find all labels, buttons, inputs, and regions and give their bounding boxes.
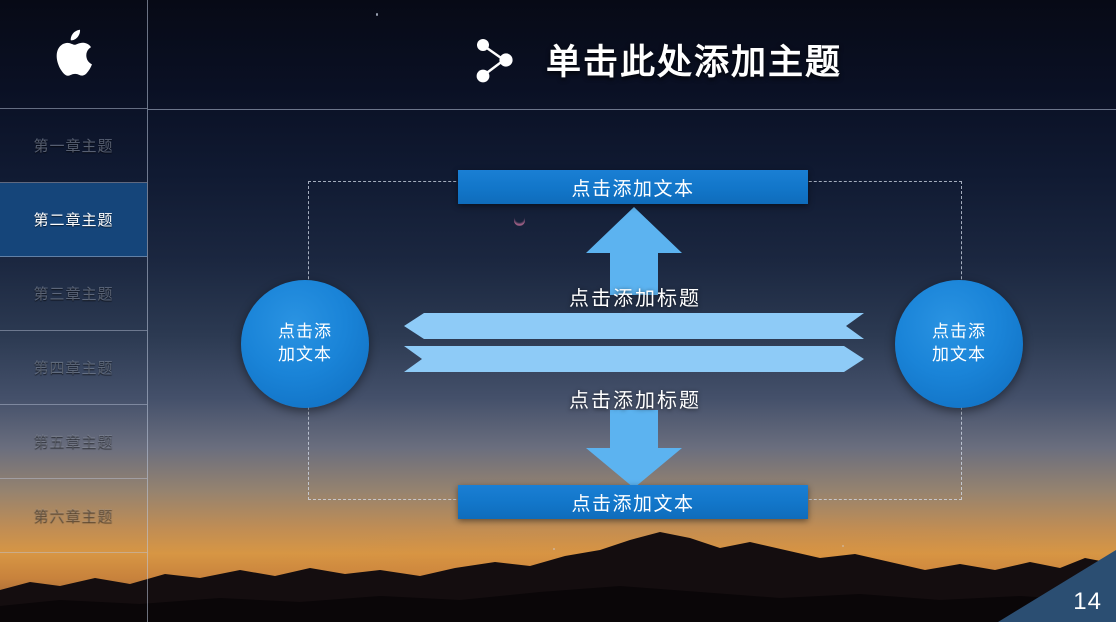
sidebar-item-label: 第六章主题	[33, 508, 114, 525]
arrow-left-icon	[404, 313, 864, 339]
bottom-text-box-label: 点击添加文本	[571, 493, 695, 515]
apple-logo-icon	[56, 29, 92, 76]
sidebar-item-chapter-5[interactable]: 第五章主题	[0, 405, 147, 479]
bottom-text-box[interactable]: 点击添加文本	[458, 485, 808, 519]
left-circle-node[interactable]: 点击添 加文本	[241, 280, 369, 408]
sidebar-item-label: 第二章主题	[33, 212, 114, 229]
sidebar-item-label: 第五章主题	[33, 434, 114, 451]
page-number-corner	[998, 550, 1116, 622]
top-text-box-label: 点击添加文本	[571, 178, 695, 200]
arrow-up-icon	[586, 207, 682, 295]
star-dot	[553, 548, 555, 550]
sidebar-item-label: 第一章主题	[33, 138, 114, 155]
share-node-icon	[476, 39, 513, 83]
middle-label-bottom: 点击添加标题	[569, 390, 701, 412]
sidebar-item-chapter-3[interactable]: 第三章主题	[0, 257, 147, 331]
sidebar-nav-list: 第一章主题 第二章主题 第三章主题 第四章主题 第五章主题 第六章主题	[0, 109, 147, 622]
left-circle-label-line1: 点击添	[278, 322, 332, 342]
arrow-right-icon	[404, 346, 864, 372]
arrow-down-icon	[586, 410, 682, 488]
header-divider	[148, 109, 1116, 110]
page-title: 单击此处添加主题	[546, 42, 843, 82]
right-circle-label-line2: 加文本	[932, 345, 986, 364]
sidebar-spacer	[0, 553, 147, 622]
sidebar-logo	[0, 0, 147, 109]
slide-header: 单击此处添加主题	[148, 0, 1116, 110]
sidebar-item-label: 第四章主题	[33, 360, 114, 377]
sidebar-item-chapter-4[interactable]: 第四章主题	[0, 331, 147, 405]
sidebar: 第一章主题 第二章主题 第三章主题 第四章主题 第五章主题 第六章主题	[0, 0, 148, 622]
right-circle-node[interactable]: 点击添 加文本	[895, 280, 1023, 408]
mountain-silhouette	[0, 532, 1116, 622]
top-text-box[interactable]: 点击添加文本	[458, 170, 808, 204]
sidebar-item-chapter-2[interactable]: 第二章主题	[0, 183, 147, 257]
right-circle-label-line1: 点击添	[932, 322, 986, 342]
left-circle-label-line2: 加文本	[278, 345, 332, 364]
crescent-moon-icon	[514, 215, 525, 226]
sidebar-item-label: 第三章主题	[33, 286, 114, 303]
middle-label-top: 点击添加标题	[569, 288, 701, 310]
sidebar-item-chapter-6[interactable]: 第六章主题	[0, 479, 147, 553]
star-dot	[376, 13, 378, 16]
star-dot	[842, 545, 844, 547]
page-number: 14	[1073, 588, 1102, 615]
sidebar-item-chapter-1[interactable]: 第一章主题	[0, 109, 147, 183]
